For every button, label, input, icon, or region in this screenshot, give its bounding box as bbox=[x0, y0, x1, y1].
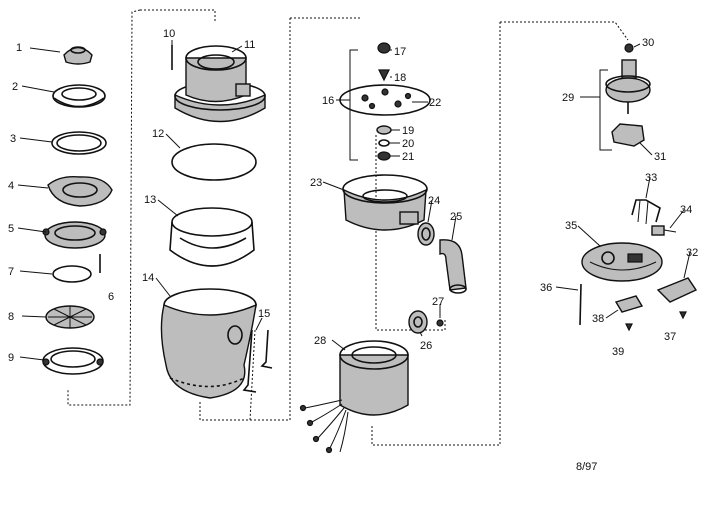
part-label: 4 bbox=[8, 180, 14, 192]
part-label: 29 bbox=[562, 92, 574, 104]
leader-lines bbox=[17, 40, 691, 361]
part-label: 27 bbox=[432, 296, 444, 308]
part-label: 10 bbox=[163, 28, 175, 40]
part-label: 7 bbox=[8, 266, 14, 278]
part-label: 31 bbox=[654, 151, 666, 163]
part-22-rotating-plate bbox=[339, 84, 431, 116]
part-label: 17 bbox=[394, 46, 406, 58]
part-30-nut bbox=[624, 43, 634, 53]
part-13-shroud bbox=[169, 207, 255, 267]
part-label: 8 bbox=[8, 311, 14, 323]
part-21-nut bbox=[377, 151, 391, 161]
part-label: 1 bbox=[16, 42, 22, 54]
part-label: 2 bbox=[12, 81, 18, 93]
part-label: 33 bbox=[645, 172, 657, 184]
part-35-end-bell-plate bbox=[581, 242, 663, 282]
part-label: 21 bbox=[402, 151, 414, 163]
part-39-screw bbox=[625, 323, 633, 332]
part-label: 20 bbox=[402, 138, 414, 150]
bracket-29 bbox=[599, 69, 612, 151]
part-2-sink-flange bbox=[52, 84, 106, 108]
part-23-grind-chamber bbox=[342, 174, 428, 231]
part-29-rotor-assembly bbox=[605, 59, 651, 114]
part-label: 13 bbox=[144, 194, 156, 206]
part-label: 23 bbox=[310, 177, 322, 189]
part-label: 3 bbox=[10, 133, 16, 145]
part-label: 32 bbox=[686, 247, 698, 259]
part-label: 5 bbox=[8, 223, 14, 235]
part-31-coupling bbox=[611, 123, 645, 147]
part-11-upper-housing bbox=[174, 45, 266, 123]
part-label: 19 bbox=[402, 125, 414, 137]
part-25-discharge-tube bbox=[439, 239, 467, 294]
part-33-switch-bracket bbox=[631, 199, 661, 225]
part-label: 34 bbox=[680, 204, 692, 216]
part-label: 11 bbox=[244, 39, 255, 51]
part-14-lower-housing bbox=[160, 288, 257, 399]
part-label: 30 bbox=[642, 37, 654, 49]
part-label: 14 bbox=[142, 272, 154, 284]
part-26-gasket bbox=[408, 310, 428, 334]
part-18-screw bbox=[378, 69, 390, 82]
part-9-lower-ring bbox=[42, 347, 104, 375]
part-label: 15 bbox=[258, 308, 270, 320]
part-label: 24 bbox=[428, 195, 440, 207]
part-32-cover bbox=[656, 277, 698, 303]
part-8-mounting-gasket bbox=[45, 305, 95, 329]
part-36-rod bbox=[579, 283, 582, 326]
part-4-mounting-ring bbox=[47, 175, 113, 207]
part-38-plate bbox=[614, 295, 644, 313]
part-label: 26 bbox=[420, 340, 432, 352]
part-7-snap-ring bbox=[52, 265, 92, 283]
part-label: 6 bbox=[108, 291, 114, 303]
part-label: 39 bbox=[612, 346, 624, 358]
part-label: 22 bbox=[429, 97, 441, 109]
date-code: 8/97 bbox=[576, 461, 597, 473]
part-19-washer bbox=[376, 125, 392, 135]
part-27-screw bbox=[436, 319, 444, 327]
part-labels: 1 2 3 4 5 6 7 8 9 10 11 12 13 14 15 16 1… bbox=[8, 28, 698, 364]
part-label: 18 bbox=[394, 72, 406, 84]
part-label: 16 bbox=[322, 95, 334, 107]
part-3-gasket bbox=[51, 131, 107, 155]
part-28-motor bbox=[299, 340, 409, 454]
part-15-mounting-tabs bbox=[242, 329, 273, 393]
part-24-seal bbox=[417, 222, 435, 246]
part-5-support-ring bbox=[42, 221, 107, 249]
part-34-connector bbox=[651, 225, 677, 236]
part-label: 12 bbox=[152, 128, 164, 140]
part-label: 25 bbox=[450, 211, 462, 223]
part-20-washer bbox=[378, 139, 390, 147]
part-label: 35 bbox=[565, 220, 577, 232]
part-12-o-ring bbox=[171, 143, 257, 181]
part-label: 28 bbox=[314, 335, 326, 347]
part-label: 38 bbox=[592, 313, 604, 325]
bracket-16 bbox=[349, 49, 358, 161]
part-label: 37 bbox=[664, 331, 676, 343]
part-1-stopper bbox=[63, 46, 93, 65]
group-connectors bbox=[67, 9, 629, 446]
part-label: 9 bbox=[8, 352, 14, 364]
part-label: 36 bbox=[540, 282, 552, 294]
part-17-nut bbox=[377, 42, 391, 54]
part-37-screw bbox=[679, 311, 687, 320]
